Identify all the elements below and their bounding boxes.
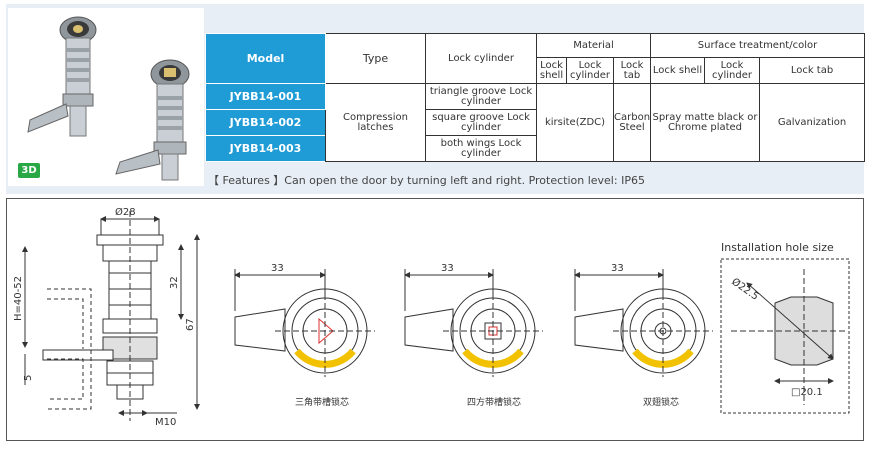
cylinder-cell: triangle groove Lock cylinder: [425, 83, 537, 110]
dim-d28: Ø28: [115, 206, 136, 218]
dim-m10: M10: [155, 417, 176, 428]
technical-drawing: Ø28 H=40-52 32 67 5 M10 33 三角带槽锁芯: [6, 198, 864, 441]
sub2-lock-tab: Lock tab: [758, 57, 866, 84]
sub2-lock-cylinder: Lock cylinder: [704, 57, 760, 84]
model-cell: JYBB14-001: [205, 83, 326, 110]
installation-hole: [720, 258, 850, 414]
front-view-triangle: [234, 269, 375, 377]
caption-square: 四方带槽锁芯: [467, 396, 521, 408]
header-type: Type: [325, 33, 426, 84]
dim-33: 33: [441, 263, 454, 274]
front-view-square: [404, 269, 543, 377]
dim-33: 33: [611, 263, 624, 274]
header-model: Model: [205, 33, 326, 84]
dim-67: 67: [185, 318, 196, 331]
front-view-wings: [574, 269, 713, 377]
sub-lock-tab: Lock tab: [613, 57, 651, 84]
material-shell-cylinder-cell: kirsite(ZDC): [536, 83, 614, 162]
spec-table: Model Type Lock cylinder Material Surfac…: [205, 33, 866, 162]
sub2-lock-shell: Lock shell: [650, 57, 705, 84]
model-cell: JYBB14-002: [205, 109, 326, 136]
header-material: Material: [536, 33, 651, 58]
dim-32: 32: [169, 276, 180, 289]
dim-5: 5: [23, 375, 34, 381]
header-surface: Surface treatment/color: [649, 33, 866, 58]
dim-d22-5: Ø22.5: [729, 276, 761, 303]
sub-lock-shell: Lock shell: [536, 57, 567, 84]
surface-tab-cell: Galvanization: [758, 83, 866, 162]
model-cell: JYBB14-003: [205, 135, 326, 162]
surface-shell-cylinder-cell: Spray matte black or Chrome plated: [650, 83, 760, 162]
caption-wings: 双翅锁芯: [643, 396, 679, 408]
dim-33: 33: [271, 263, 284, 274]
features-text: 【 Features 】Can open the door by turning…: [208, 174, 645, 187]
install-title: Installation hole size: [721, 241, 834, 254]
cylinder-cell: both wings Lock cylinder: [425, 135, 537, 162]
lock-photo-illustration: [27, 16, 190, 181]
product-photo: [8, 8, 204, 186]
caption-triangle: 三角带槽锁芯: [295, 396, 349, 408]
dim-sq20-1: □20.1: [791, 387, 823, 398]
badge-3d: 3D: [18, 163, 40, 178]
cylinder-cell: square groove Lock cylinder: [425, 109, 537, 136]
sub-lock-cylinder: Lock cylinder: [566, 57, 614, 84]
drawing-canvas: Ø28 H=40-52 32 67 5 M10 33 三角带槽锁芯: [13, 206, 850, 428]
material-tab-cell: Carbon Steel: [613, 83, 651, 162]
side-view: [22, 211, 200, 421]
type-cell: Compression latches: [325, 83, 426, 162]
header-lock-cylinder: Lock cylinder: [425, 33, 537, 84]
dim-h-range: H=40-52: [13, 276, 24, 321]
